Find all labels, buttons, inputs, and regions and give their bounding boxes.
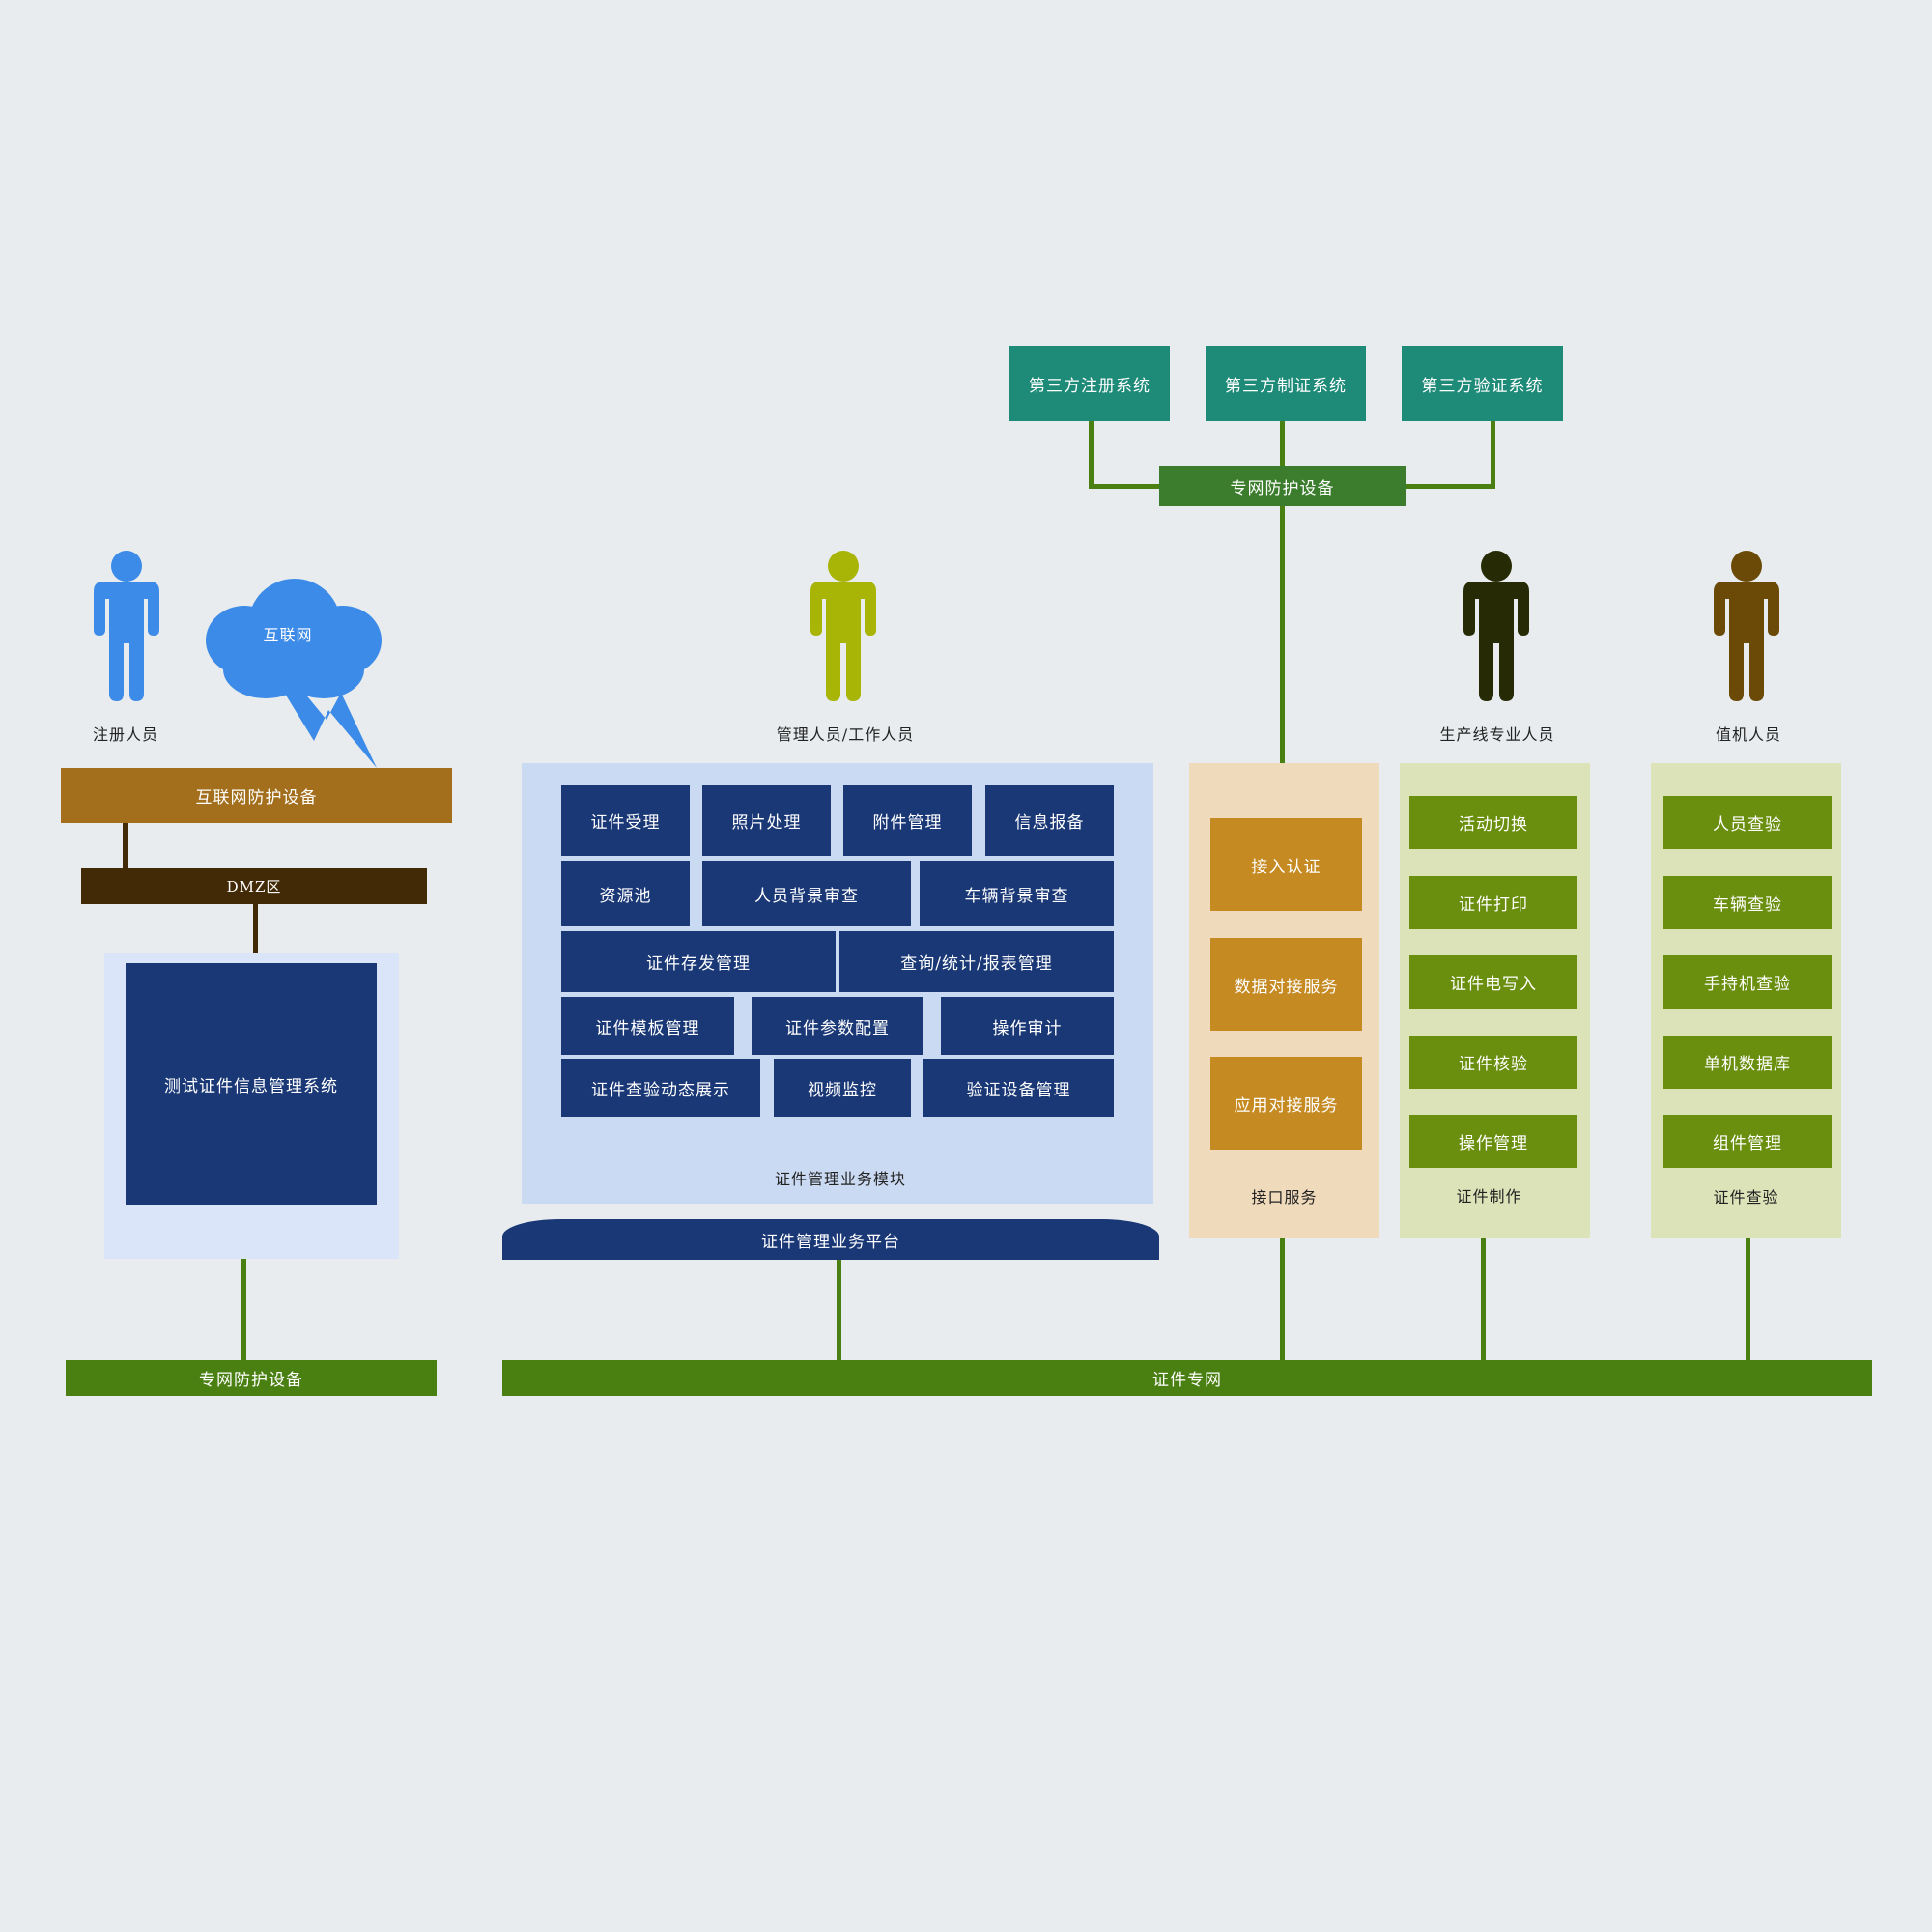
module-storage: 证件存发管理 (561, 931, 836, 992)
module-template: 证件模板管理 (561, 997, 734, 1055)
top-protection-device: 专网防护设备 (1159, 466, 1406, 506)
third-party-register-system: 第三方注册系统 (1009, 346, 1170, 421)
interface-app-service: 应用对接服务 (1210, 1057, 1362, 1150)
person-label-admin: 管理人员/工作人员 (776, 725, 915, 744)
test-certificate-system: 测试证件信息管理系统 (126, 963, 377, 1205)
dmz-zone: DMZ区 (81, 868, 427, 904)
production-write: 证件电写入 (1409, 955, 1577, 1009)
connector-line (1746, 1238, 1750, 1361)
connector-line (253, 902, 258, 964)
module-vehicle-check: 车辆背景审查 (920, 861, 1114, 926)
connector-line (837, 1259, 841, 1361)
connector-line (1404, 484, 1495, 489)
module-query: 查询/统计/报表管理 (839, 931, 1114, 992)
production-print: 证件打印 (1409, 876, 1577, 929)
interface-data-service: 数据对接服务 (1210, 938, 1362, 1031)
internet-protection-device: 互联网防护设备 (61, 768, 452, 823)
module-report: 信息报备 (985, 785, 1114, 856)
inspection-component: 组件管理 (1663, 1115, 1832, 1168)
inspection-caption: 证件查验 (1713, 1188, 1779, 1207)
connector-line (242, 1259, 246, 1361)
connector-line (1280, 1238, 1285, 1361)
connector-line (1089, 484, 1162, 489)
inspection-vehicle: 车辆查验 (1663, 876, 1832, 929)
module-attachment: 附件管理 (843, 785, 972, 856)
person-label-registrant: 注册人员 (92, 725, 158, 744)
production-caption: 证件制作 (1456, 1187, 1522, 1206)
module-caption: 证件管理业务模块 (774, 1170, 906, 1188)
third-party-make-system: 第三方制证系统 (1206, 346, 1366, 421)
module-video: 视频监控 (774, 1059, 911, 1117)
connector-line (1280, 419, 1285, 468)
module-photo: 照片处理 (702, 785, 831, 856)
bottom-protection-device: 专网防护设备 (66, 1360, 437, 1396)
inspection-person: 人员查验 (1663, 796, 1832, 849)
interface-access-auth: 接入认证 (1210, 818, 1362, 911)
cloud-icon (206, 579, 382, 768)
module-params: 证件参数配置 (752, 997, 923, 1055)
production-manage: 操作管理 (1409, 1115, 1577, 1168)
interface-caption: 接口服务 (1251, 1188, 1318, 1207)
production-switch: 活动切换 (1409, 796, 1577, 849)
module-person-check: 人员背景审查 (702, 861, 911, 926)
module-accept: 证件受理 (561, 785, 690, 856)
production-verify: 证件核验 (1409, 1036, 1577, 1089)
module-audit: 操作审计 (941, 997, 1114, 1055)
person-label-production: 生产线专业人员 (1439, 725, 1555, 744)
third-party-verify-system: 第三方验证系统 (1402, 346, 1563, 421)
module-dynamic-display: 证件查验动态展示 (561, 1059, 760, 1117)
certificate-network-bus: 证件专网 (502, 1360, 1872, 1396)
person-icon-registrant (94, 551, 159, 701)
person-label-duty: 值机人员 (1715, 725, 1781, 744)
connector-line (1089, 419, 1094, 489)
module-resource-pool: 资源池 (561, 861, 690, 926)
internet-label: 互联网 (263, 626, 313, 644)
inspection-database: 单机数据库 (1663, 1036, 1832, 1089)
module-device: 验证设备管理 (923, 1059, 1114, 1117)
management-platform: 证件管理业务平台 (502, 1219, 1159, 1260)
connector-line (1491, 419, 1495, 489)
connector-line (1280, 504, 1285, 767)
person-icon-production (1463, 551, 1529, 701)
connector-line (123, 822, 128, 870)
connector-line (1481, 1238, 1486, 1361)
person-icon-admin (810, 551, 876, 701)
person-icon-duty (1714, 551, 1779, 701)
inspection-handheld: 手持机查验 (1663, 955, 1832, 1009)
